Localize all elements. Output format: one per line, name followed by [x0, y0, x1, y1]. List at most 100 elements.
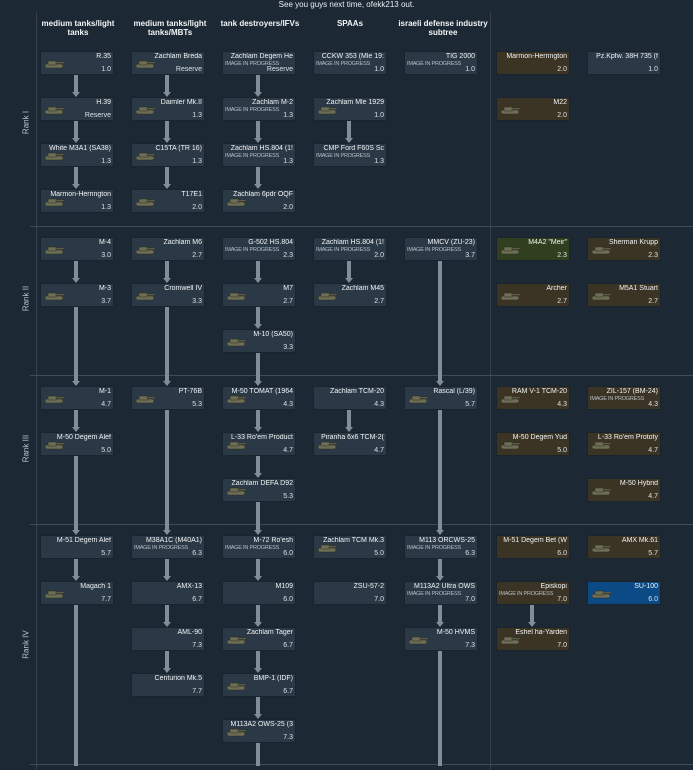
battle-rating: 4.7	[283, 447, 293, 454]
wip-placeholder: IMAGE IN PROGRESS	[225, 153, 280, 159]
research-connector	[74, 261, 78, 279]
battle-rating: Reserve	[175, 66, 202, 73]
battle-rating: 7.7	[101, 596, 111, 603]
vehicle-name: Zachlam HS.804 (1!	[230, 145, 293, 152]
vehicle-name: M113 ORCWS-25	[419, 537, 475, 544]
rank-label-3: Rank III	[21, 434, 31, 463]
wip-placeholder: IMAGE IN PROGRESS	[316, 247, 371, 253]
vehicle-name: Zachlam M6	[163, 239, 202, 246]
vehicle-name: C15TA (TR 16)	[155, 145, 202, 152]
vehicle-name: M-51 Degem Alef	[56, 537, 111, 544]
tank-thumbnail-icon	[317, 441, 338, 450]
battle-rating: 5.3	[283, 493, 293, 500]
vehicle-card[interactable]: M-10 (SA50)3.3	[222, 329, 296, 353]
battle-rating: 5.0	[374, 550, 384, 557]
research-connector	[74, 307, 78, 382]
vehicle-card[interactable]: Piranha 6x6 TCM-2(4.7	[313, 432, 387, 456]
vehicle-name: M-50 Degem Alef	[56, 434, 111, 441]
tank-thumbnail-icon	[226, 441, 247, 450]
vehicle-card[interactable]: BMP-1 (IDF)6.7	[222, 673, 296, 697]
vehicle-card[interactable]: White M3A1 (SA38)1.3	[40, 143, 114, 167]
vehicle-card[interactable]: M4A2 "Meir"2.3	[496, 237, 570, 261]
wip-placeholder: IMAGE IN PROGRESS	[407, 247, 462, 253]
wip-placeholder: IMAGE IN PROGRESS	[225, 61, 280, 67]
vehicle-name: M-50 HVMS	[436, 629, 475, 636]
rank-label-1: Rank I	[21, 110, 31, 135]
wip-placeholder: IMAGE IN PROGRESS	[316, 61, 371, 67]
battle-rating: 6.3	[192, 550, 202, 557]
vehicle-card[interactable]: Rascal (L/39)5.7	[404, 386, 478, 410]
battle-rating: 2.0	[374, 252, 384, 259]
battle-rating: 4.7	[101, 401, 111, 408]
vehicle-card[interactable]: C15TA (TR 16)1.3	[131, 143, 205, 167]
arrow-down-icon	[254, 278, 262, 283]
battle-rating: 2.7	[557, 298, 567, 305]
battle-rating: 7.0	[374, 596, 384, 603]
vehicle-name: ZIL-157 (BM-24)	[606, 388, 658, 395]
research-connector	[347, 121, 351, 139]
tank-thumbnail-icon	[591, 246, 612, 255]
